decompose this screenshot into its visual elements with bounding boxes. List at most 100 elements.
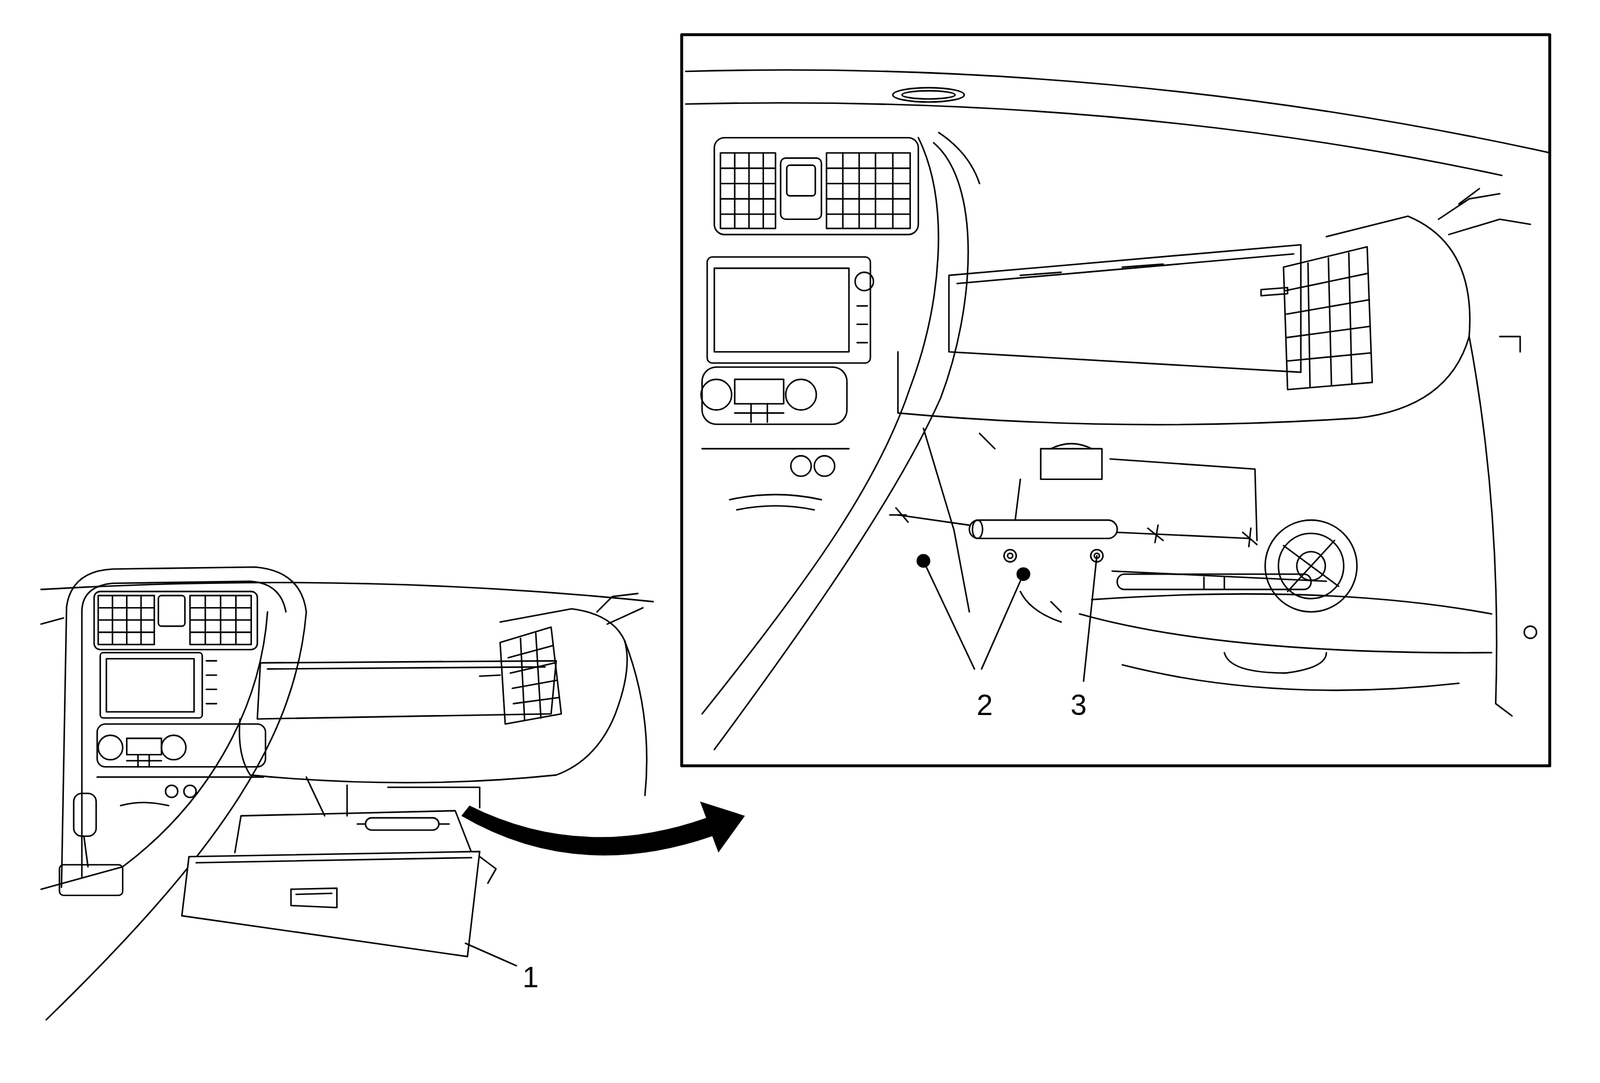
inset-view-line bbox=[780, 157, 822, 219]
inset-view-line bbox=[1112, 571, 1327, 582]
inset-view-line bbox=[949, 244, 1302, 373]
overview-view-line bbox=[94, 591, 258, 650]
overview-view-line bbox=[100, 653, 203, 719]
inset-view-line bbox=[734, 404, 784, 423]
inset-view-line bbox=[1204, 577, 1225, 590]
overview-view-line bbox=[41, 618, 64, 625]
inset-view-line bbox=[701, 379, 733, 411]
overview-view-line bbox=[239, 608, 627, 784]
inset-view-line bbox=[814, 455, 835, 477]
inset-view-line bbox=[1020, 591, 1062, 623]
overview-view-line bbox=[479, 675, 500, 677]
inset-view-line bbox=[1079, 614, 1492, 654]
overview-view-line bbox=[106, 658, 194, 712]
overview-view-line bbox=[161, 735, 186, 760]
inset-view-line bbox=[972, 520, 983, 539]
inset-view-line bbox=[1499, 336, 1520, 352]
inset-view-line bbox=[714, 268, 849, 352]
overview-view-line bbox=[84, 836, 89, 868]
overview-view-line bbox=[499, 627, 561, 725]
inset-view-line bbox=[1524, 626, 1537, 639]
inset-view-line bbox=[1116, 574, 1311, 590]
overview-view-line bbox=[290, 888, 337, 908]
overview-view-line bbox=[189, 595, 251, 645]
inset-view-line bbox=[923, 560, 975, 669]
inset-view-line bbox=[1122, 665, 1459, 691]
inset-view-line bbox=[785, 379, 817, 411]
inset-view-line bbox=[969, 520, 1118, 539]
inset-view-line bbox=[1438, 188, 1531, 235]
overview-view-line bbox=[126, 738, 162, 755]
overview-view-line bbox=[624, 640, 647, 796]
overview-view-line bbox=[126, 754, 162, 767]
inset-view-line bbox=[714, 137, 918, 235]
overview-view-line bbox=[73, 793, 97, 837]
inset-view-line bbox=[889, 507, 909, 523]
overview-view-line bbox=[98, 735, 123, 760]
inset-view-line bbox=[701, 367, 848, 425]
overview-view-line bbox=[196, 858, 472, 864]
inset-view-line bbox=[902, 90, 956, 99]
inset-view-line bbox=[701, 137, 939, 715]
inset-view-line bbox=[685, 70, 1550, 154]
overview-view-line bbox=[465, 943, 517, 967]
overview-view-line bbox=[184, 785, 197, 798]
overview-view-line bbox=[181, 851, 480, 957]
inset-view-line bbox=[1147, 525, 1163, 543]
inset-view-line bbox=[701, 448, 849, 450]
overview-view-line bbox=[98, 595, 155, 645]
inset-view-line bbox=[856, 305, 868, 343]
inset-view-line bbox=[1003, 549, 1016, 562]
inset-view-line bbox=[707, 257, 871, 364]
overview-view-line bbox=[96, 776, 263, 779]
overview-view-line bbox=[365, 817, 439, 831]
inset-view-line bbox=[938, 132, 980, 184]
inset-view-line bbox=[1040, 448, 1102, 480]
inset-view-line bbox=[1224, 653, 1327, 674]
inset-view-line bbox=[714, 142, 968, 750]
overview-view-line bbox=[81, 581, 286, 878]
inset-view-line bbox=[826, 153, 911, 229]
inset-view-line bbox=[720, 153, 776, 229]
inset-view-line bbox=[1285, 253, 1372, 388]
inset-view-line bbox=[734, 379, 784, 405]
overview-view-line bbox=[59, 865, 123, 896]
inset-view-line bbox=[957, 254, 1295, 284]
overview-view-line bbox=[296, 893, 332, 895]
overview-view-line bbox=[41, 611, 268, 890]
curved-arrow bbox=[461, 801, 745, 856]
overview-view-line bbox=[257, 661, 557, 720]
overview-view-line bbox=[596, 593, 643, 625]
inset-view-line bbox=[1265, 520, 1357, 612]
inset-view-line bbox=[1007, 553, 1014, 559]
overview-view-line bbox=[479, 856, 496, 884]
inset-view-line bbox=[855, 272, 874, 291]
inset-view bbox=[685, 70, 1550, 751]
overview-view-line bbox=[46, 567, 307, 1021]
inset-view-line bbox=[1242, 528, 1258, 547]
inset-view-line bbox=[892, 87, 965, 103]
callout-number: 1 bbox=[522, 963, 539, 993]
inset-view-line bbox=[720, 153, 776, 229]
inset-view-line bbox=[979, 433, 995, 449]
inset-view-line bbox=[1083, 556, 1097, 682]
inset-view-line bbox=[981, 574, 1024, 669]
inset-view-line bbox=[790, 455, 812, 477]
callout-number: 2 bbox=[976, 690, 993, 720]
inset-view-line bbox=[1050, 443, 1092, 449]
overview-view-line bbox=[235, 811, 472, 853]
overview-view-line bbox=[165, 785, 178, 798]
overview-view-line bbox=[357, 823, 449, 825]
overview-view-line bbox=[189, 595, 251, 645]
overview-view bbox=[41, 567, 654, 1021]
overview-view-line bbox=[507, 633, 560, 720]
inset-view-line bbox=[898, 215, 1470, 425]
inset-view-line bbox=[1283, 246, 1373, 390]
inset-view-line bbox=[1469, 336, 1513, 717]
overview-view-line bbox=[206, 661, 217, 705]
inset-view-line bbox=[786, 165, 816, 197]
inset-view-line bbox=[1020, 264, 1164, 276]
inset-view-line bbox=[729, 494, 822, 510]
